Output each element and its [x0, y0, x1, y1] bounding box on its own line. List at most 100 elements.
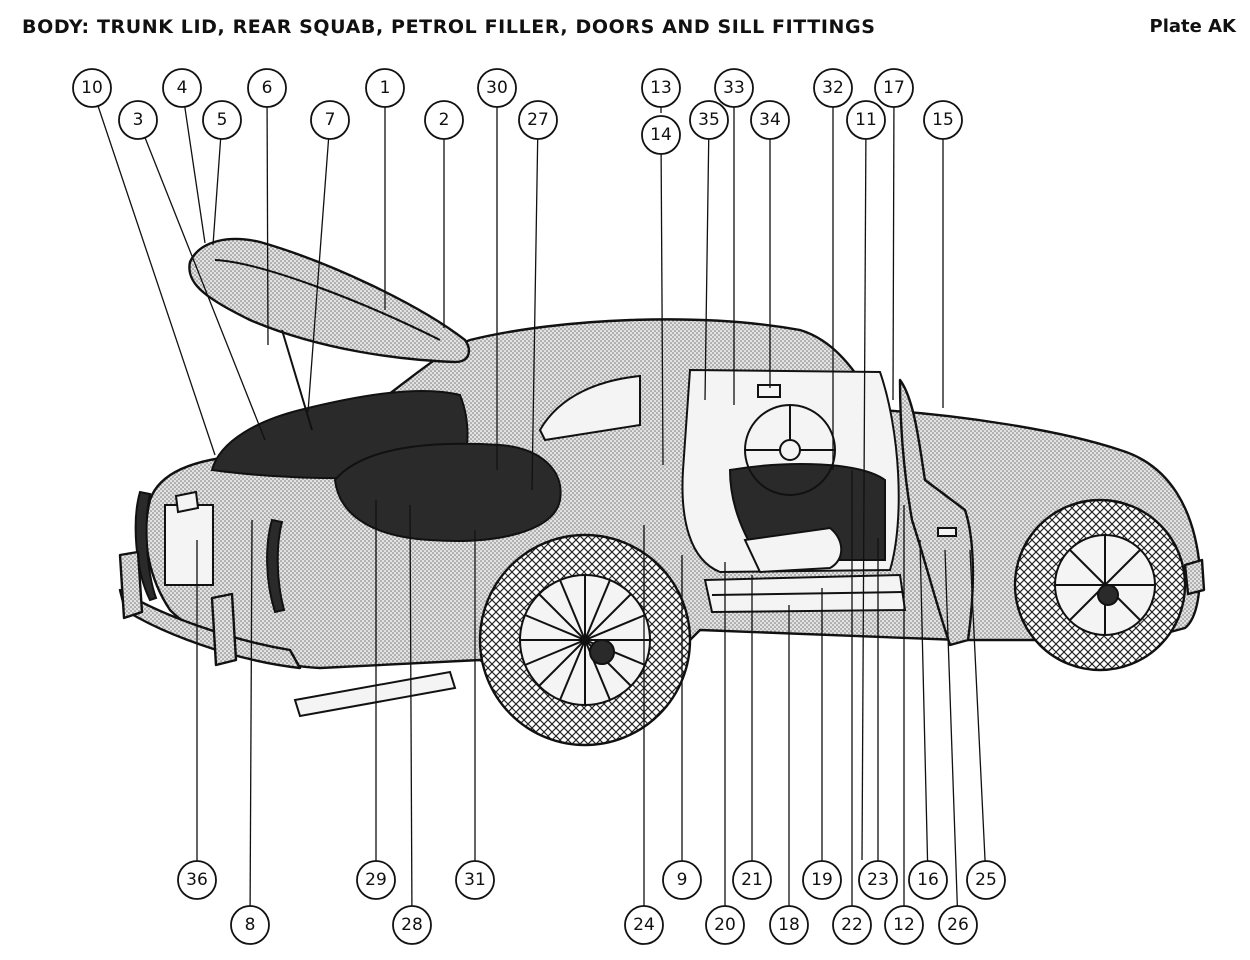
callout-number: 6	[262, 78, 273, 98]
callout-2: 2	[424, 100, 464, 140]
overrider-right	[210, 592, 238, 667]
callout-number: 10	[81, 78, 103, 98]
callout-number: 26	[947, 915, 969, 935]
plate-label: Plate AK	[1149, 16, 1236, 37]
callout-circle	[714, 68, 754, 108]
leader-lines	[97, 105, 986, 907]
callout-32: 32	[813, 68, 853, 108]
callout-3: 3	[118, 100, 158, 140]
trunk-lid	[188, 237, 471, 364]
callout-number: 1	[380, 78, 391, 98]
leader-line-3	[144, 137, 266, 441]
callout-circle	[365, 68, 405, 108]
callout-20: 20	[705, 905, 745, 945]
callout-14: 14	[641, 115, 681, 155]
leader-line-16	[919, 539, 929, 862]
leader-line-8	[249, 519, 253, 907]
callout-number: 2	[439, 110, 450, 130]
callout-number: 22	[841, 915, 863, 935]
callout-circle	[813, 68, 853, 108]
callout-number: 25	[975, 870, 997, 890]
front-seat	[743, 526, 843, 574]
callout-21: 21	[732, 860, 772, 900]
callout-17: 17	[874, 68, 914, 108]
callout-number: 14	[650, 125, 672, 145]
rear-lamp-right	[266, 518, 286, 614]
callout-circle	[750, 100, 790, 140]
callout-number: 29	[365, 870, 387, 890]
callout-number: 9	[677, 870, 688, 890]
callout-number: 4	[177, 78, 188, 98]
petrol-filler-cap	[174, 490, 200, 514]
callout-circle	[641, 115, 681, 155]
rear-lamp-left	[134, 490, 158, 602]
callout-circle	[705, 905, 745, 945]
rear-squab-area	[333, 442, 562, 542]
callout-circle	[938, 905, 978, 945]
callout-30: 30	[477, 68, 517, 108]
leader-line-11	[861, 138, 867, 861]
callout-18: 18	[769, 905, 809, 945]
door-handle	[937, 527, 957, 537]
callout-23: 23	[858, 860, 898, 900]
callout-circle	[858, 860, 898, 900]
callout-circle	[72, 68, 112, 108]
callout-24: 24	[624, 905, 664, 945]
callout-circle	[310, 100, 350, 140]
callout-number: 5	[217, 110, 228, 130]
callout-circle	[118, 100, 158, 140]
callout-circle	[356, 860, 396, 900]
callout-circle	[732, 860, 772, 900]
callout-35: 35	[689, 100, 729, 140]
callout-circle	[477, 68, 517, 108]
callout-circle	[392, 905, 432, 945]
callout-number: 3	[133, 110, 144, 130]
leader-line-26	[944, 549, 958, 907]
callout-31: 31	[455, 860, 495, 900]
callout-number: 28	[401, 915, 423, 935]
callout-5: 5	[202, 100, 242, 140]
callout-circle	[923, 100, 963, 140]
callout-13: 13	[641, 68, 681, 108]
leader-line-28	[409, 504, 413, 907]
callout-circle	[624, 905, 664, 945]
callout-circle	[966, 860, 1006, 900]
callout-9: 9	[662, 860, 702, 900]
callout-circle	[247, 68, 287, 108]
leader-line-10	[97, 105, 216, 456]
callout-number: 34	[759, 110, 781, 130]
callout-number: 30	[486, 78, 508, 98]
callout-number: 20	[714, 915, 736, 935]
leader-line-25	[969, 549, 986, 862]
leader-line-27	[531, 138, 539, 491]
callout-circle	[518, 100, 558, 140]
callout-circle	[832, 905, 872, 945]
callout-number: 17	[883, 78, 905, 98]
open-door	[898, 378, 975, 647]
callout-28: 28	[392, 905, 432, 945]
callout-26: 26	[938, 905, 978, 945]
callout-circle	[802, 860, 842, 900]
callout-11: 11	[846, 100, 886, 140]
callout-number: 35	[698, 110, 720, 130]
callout-number: 11	[855, 110, 877, 130]
callout-25: 25	[966, 860, 1006, 900]
rear-bumper	[118, 588, 302, 670]
callout-4: 4	[162, 68, 202, 108]
callout-34: 34	[750, 100, 790, 140]
callout-circle	[162, 68, 202, 108]
leader-line-17	[892, 106, 895, 401]
callout-number: 24	[633, 915, 655, 935]
leader-line-5	[212, 138, 222, 246]
number-plate	[164, 504, 214, 586]
callout-7: 7	[310, 100, 350, 140]
callout-circle	[769, 905, 809, 945]
callout-number: 13	[650, 78, 672, 98]
callout-number: 7	[325, 110, 336, 130]
leader-line-14	[660, 153, 664, 466]
callout-circle	[202, 100, 242, 140]
callout-16: 16	[908, 860, 948, 900]
callout-circle	[874, 68, 914, 108]
callout-10: 10	[72, 68, 112, 108]
